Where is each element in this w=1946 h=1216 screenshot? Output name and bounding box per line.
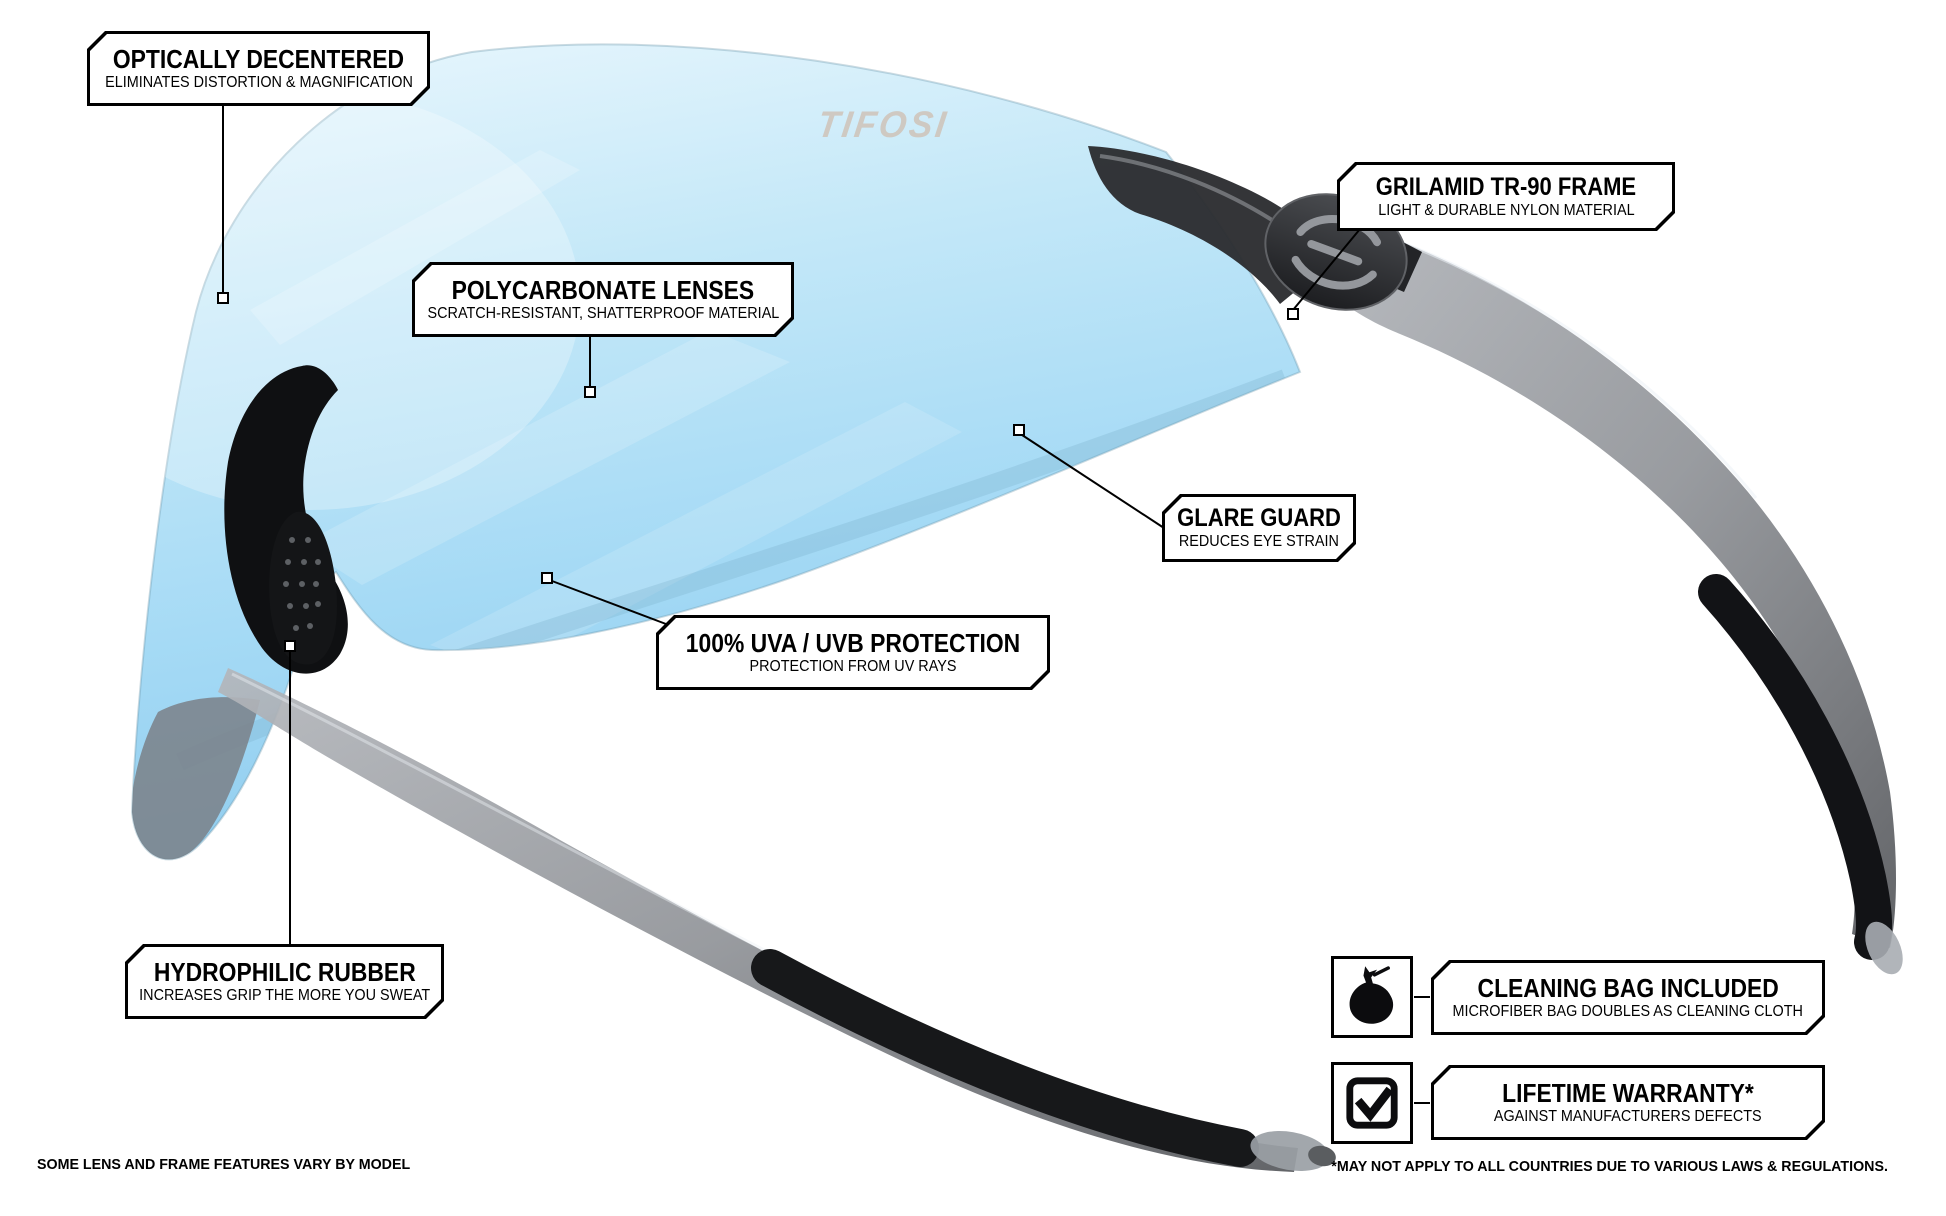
callout-subtitle: ELIMINATES DISTORTION & MAGNIFICATION <box>104 74 413 91</box>
cleaning-bag-icon-box <box>1331 956 1413 1038</box>
warranty-check-icon <box>1346 1077 1398 1129</box>
callout-title: CLEANING BAG INCLUDED <box>1477 973 1779 1003</box>
nose-piece <box>224 365 348 674</box>
callout-hydrophilic-rubber: HYDROPHILIC RUBBER INCREASES GRIP THE MO… <box>125 944 444 1019</box>
callout-subtitle: LIGHT & DURABLE NYLON MATERIAL <box>1377 201 1635 219</box>
callout-title: LIFETIME WARRANTY* <box>1502 1078 1754 1108</box>
drawstring-bag-icon <box>1349 966 1394 1024</box>
feature-marker <box>1287 308 1299 320</box>
callout-subtitle: MICROFIBER BAG DOUBLES AS CLEANING CLOTH <box>1452 1003 1804 1020</box>
callout-title: OPTICALLY DECENTERED <box>112 44 405 74</box>
callout-subtitle: PROTECTION FROM UV RAYS <box>749 658 957 675</box>
footnote-right: *MAY NOT APPLY TO ALL COUNTRIES DUE TO V… <box>1331 1158 1888 1175</box>
feature-marker <box>284 640 296 652</box>
right-temple <box>1296 208 1903 975</box>
leader-lines <box>222 104 1430 1104</box>
callout-glare-guard: GLARE GUARD REDUCES EYE STRAIN <box>1162 494 1356 562</box>
left-temple <box>218 668 1336 1172</box>
footnote-left: SOME LENS AND FRAME FEATURES VARY BY MOD… <box>37 1156 411 1173</box>
leader-line <box>1292 228 1361 311</box>
left-temple-rubber <box>751 949 1259 1167</box>
callout-title: 100% UVA / UVB PROTECTION <box>685 628 1021 658</box>
callout-lifetime-warranty: LIFETIME WARRANTY* AGAINST MANUFACTURERS… <box>1431 1065 1825 1140</box>
callout-title: GRILAMID TR-90 FRAME <box>1375 172 1637 201</box>
leader-line <box>1018 432 1165 529</box>
callout-subtitle: REDUCES EYE STRAIN <box>1178 533 1340 550</box>
feature-marker <box>217 292 229 304</box>
leader-line <box>551 580 667 625</box>
callout-uv-protection: 100% UVA / UVB PROTECTION PROTECTION FRO… <box>656 615 1050 690</box>
callout-optically-decentered: OPTICALLY DECENTERED ELIMINATES DISTORTI… <box>87 31 430 106</box>
callout-title: GLARE GUARD <box>1177 504 1341 532</box>
callout-title: HYDROPHILIC RUBBER <box>153 957 416 987</box>
feature-markers <box>217 292 1299 652</box>
callout-subtitle: SCRATCH-RESISTANT, SHATTERPROOF MATERIAL <box>427 305 779 322</box>
feature-marker <box>584 386 596 398</box>
warranty-icon-box <box>1331 1062 1413 1144</box>
callout-grilamid-frame: GRILAMID TR-90 FRAME LIGHT & DURABLE NYL… <box>1337 162 1675 231</box>
callout-subtitle: INCREASES GRIP THE MORE YOU SWEAT <box>139 987 431 1004</box>
callout-cleaning-bag: CLEANING BAG INCLUDED MICROFIBER BAG DOU… <box>1431 960 1825 1035</box>
feature-marker <box>1013 424 1025 436</box>
callout-polycarbonate-lenses: POLYCARBONATE LENSES SCRATCH-RESISTANT, … <box>412 262 794 337</box>
feature-marker <box>541 572 553 584</box>
nose-rubber-pad <box>269 511 337 665</box>
right-temple-rubber <box>1698 574 1893 960</box>
callout-subtitle: AGAINST MANUFACTURERS DEFECTS <box>1494 1108 1762 1125</box>
callout-title: POLYCARBONATE LENSES <box>451 275 755 305</box>
